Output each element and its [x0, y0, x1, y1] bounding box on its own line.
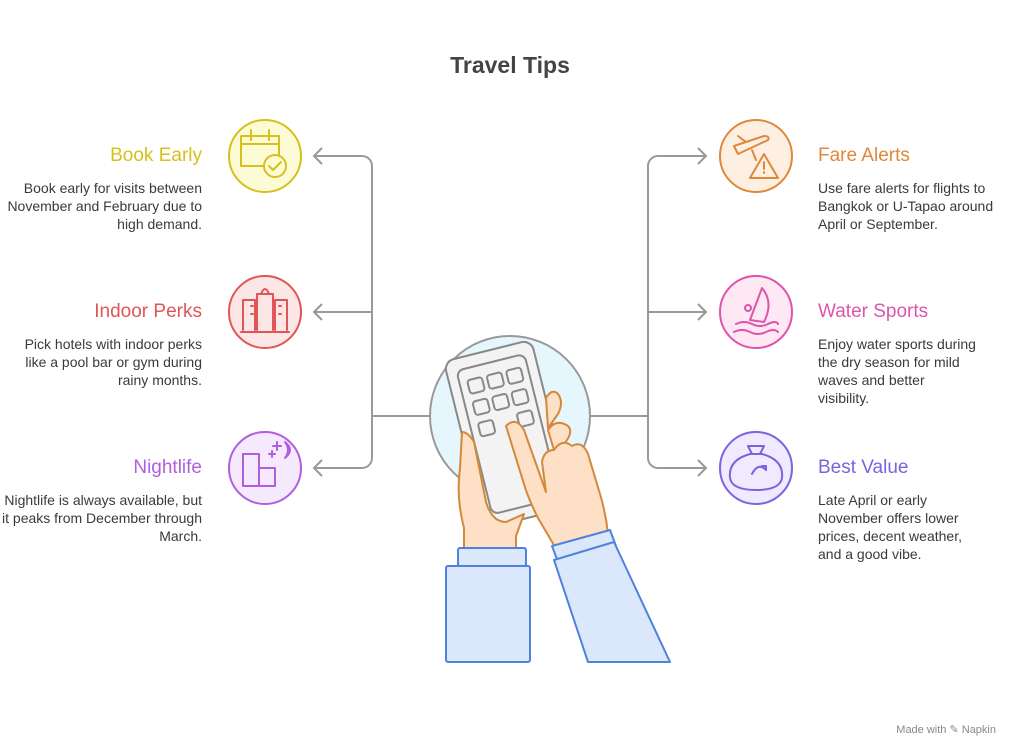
- tip-text: Pick hotels with indoor perks like a poo…: [24, 336, 202, 388]
- tip-title: Fare Alerts: [818, 145, 910, 166]
- center-illustration: [429, 335, 671, 663]
- plane-alert-icon: [719, 119, 793, 193]
- left-arrowheads: [312, 147, 323, 477]
- tip-title: Best Value: [818, 457, 909, 478]
- tip-title: Book Early: [110, 145, 202, 166]
- left-branch: [314, 311, 432, 417]
- tip-text: Enjoy water sports during the dry season…: [818, 336, 976, 406]
- tip-best-value: Best Value Late April or early November …: [818, 457, 988, 563]
- connectors: [312, 147, 708, 477]
- tip-title: Indoor Perks: [94, 301, 202, 322]
- money-bag-icon: [719, 431, 793, 505]
- tip-text: Book early for visits between November a…: [7, 180, 202, 232]
- tip-text: Nightlife is always available, but it pe…: [2, 492, 202, 544]
- tip-text: Use fare alerts for flights to Bangkok o…: [818, 180, 994, 232]
- right-branch: [590, 311, 706, 417]
- calendar-check-icon: [228, 119, 302, 193]
- tip-water-sports: Water Sports Enjoy water sports during t…: [818, 301, 978, 407]
- tip-title: Water Sports: [818, 301, 929, 322]
- hotel-icon: [228, 275, 302, 349]
- tip-fare-alerts: Fare Alerts Use fare alerts for flights …: [818, 145, 998, 233]
- tip-nightlife: Nightlife Nightlife is always available,…: [2, 457, 202, 545]
- night-city-icon: [228, 431, 302, 505]
- tip-book-early: Book Early Book early for visits between…: [2, 145, 202, 233]
- napkin-watermark: Made with ✎ Napkin: [896, 724, 996, 736]
- page-title: Travel Tips: [450, 52, 570, 78]
- tip-indoor-perks: Indoor Perks Pick hotels with indoor per…: [2, 301, 202, 389]
- windsurf-icon: [719, 275, 793, 349]
- tip-title: Nightlife: [133, 457, 202, 478]
- right-arrowheads: [697, 147, 708, 477]
- tip-text: Late April or early November offers lowe…: [818, 492, 962, 562]
